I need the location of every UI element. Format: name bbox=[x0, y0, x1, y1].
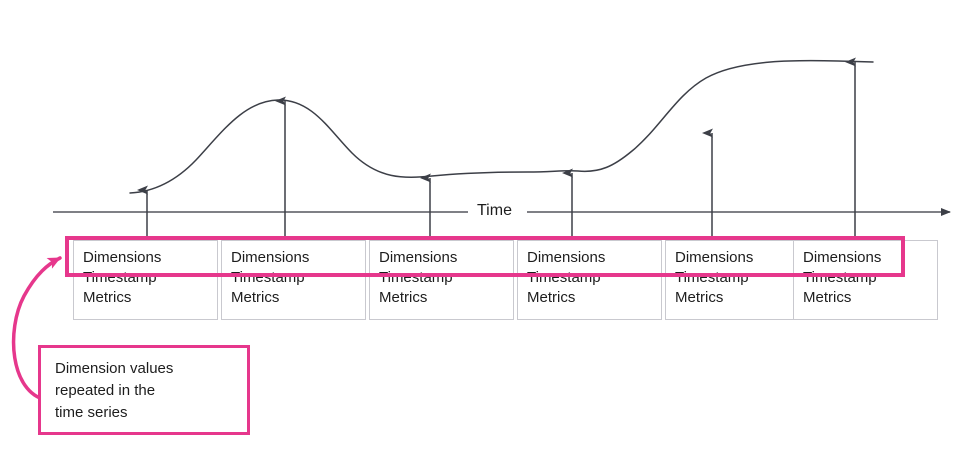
record-metrics-label: Metrics bbox=[803, 289, 852, 306]
record-metrics-label: Metrics bbox=[83, 289, 132, 306]
metric-curve bbox=[129, 59, 874, 194]
callout-connector-arrow bbox=[11, 256, 62, 402]
record-dimensions-label: Dimensions bbox=[379, 249, 458, 266]
record-timestamp-label: Timestamp bbox=[379, 269, 453, 286]
record-box[interactable]: Dimensions Timestamp Metrics bbox=[793, 240, 938, 320]
callout-line-1: Dimension values bbox=[55, 360, 174, 377]
record-box[interactable]: Dimensions Timestamp Metrics bbox=[73, 240, 218, 320]
time-axis-label: Time bbox=[470, 201, 519, 221]
record-timestamp-label: Timestamp bbox=[231, 269, 305, 286]
record-metrics-label: Metrics bbox=[675, 289, 724, 306]
record-box[interactable]: Dimensions Timestamp Metrics bbox=[221, 240, 366, 320]
record-metrics-label: Metrics bbox=[527, 289, 576, 306]
record-timestamp-label: Timestamp bbox=[527, 269, 601, 286]
record-box[interactable]: Dimensions Timestamp Metrics bbox=[517, 240, 662, 320]
record-box[interactable]: Dimensions Timestamp Metrics bbox=[665, 240, 810, 320]
record-metrics-label: Metrics bbox=[231, 289, 280, 306]
record-box[interactable]: Dimensions Timestamp Metrics bbox=[369, 240, 514, 320]
record-dimensions-label: Dimensions bbox=[231, 249, 310, 266]
record-metrics-label: Metrics bbox=[379, 289, 428, 306]
record-timestamp-label: Timestamp bbox=[83, 269, 157, 286]
record-dimensions-label: Dimensions bbox=[83, 249, 162, 266]
callout-line-2: repeated in the bbox=[55, 382, 156, 399]
callout-line-3: time series bbox=[55, 404, 128, 421]
record-dimensions-label: Dimensions bbox=[527, 249, 606, 266]
record-timestamp-label: Timestamp bbox=[675, 269, 749, 286]
record-timestamp-label: Timestamp bbox=[803, 269, 877, 286]
record-dimensions-label: Dimensions bbox=[803, 249, 882, 266]
callout-box: Dimension values repeated in the time se… bbox=[38, 345, 250, 435]
record-dimensions-label: Dimensions bbox=[675, 249, 754, 266]
